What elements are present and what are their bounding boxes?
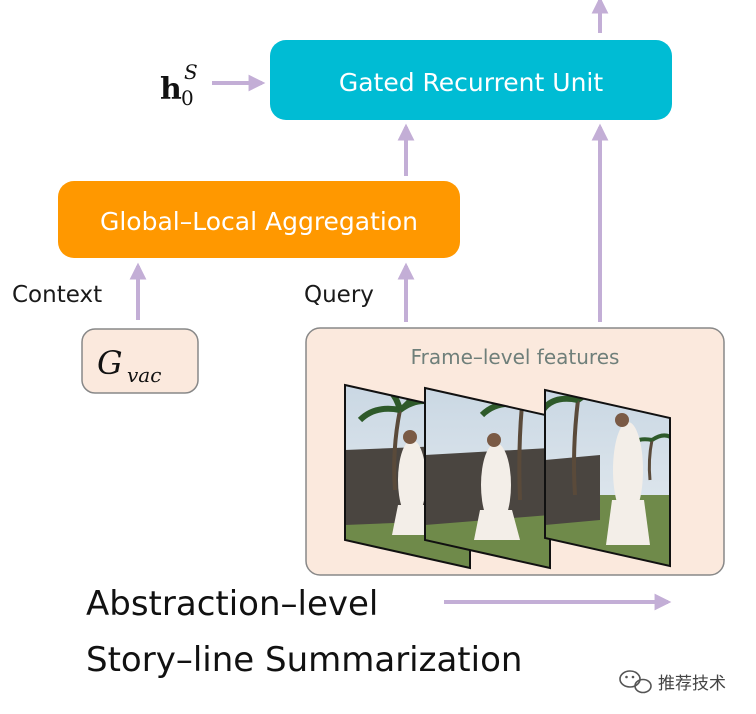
- h0-superscript: S: [184, 60, 198, 84]
- context-label: Context: [12, 282, 102, 308]
- gvac-base: G: [97, 344, 123, 382]
- gvac-subscript: vac: [127, 363, 161, 387]
- query-label: Query: [304, 282, 374, 308]
- gru-node: Gated Recurrent Unit: [270, 40, 672, 120]
- gvac-node: G vac: [81, 328, 199, 394]
- watermark-text: 推荐技术: [658, 674, 726, 694]
- frames-label: Frame–level features: [411, 345, 620, 369]
- h0-base: h: [160, 72, 182, 107]
- caption-line-2: Story–line Summarization: [86, 640, 522, 680]
- aggregation-node: Global–Local Aggregation: [58, 181, 460, 258]
- caption-line-1: Abstraction–level: [86, 584, 378, 624]
- frames-panel: Frame–level features: [305, 327, 725, 576]
- h0-symbol: h 0 S: [160, 60, 198, 110]
- video-frame-2: [425, 388, 550, 568]
- gru-label: Gated Recurrent Unit: [339, 68, 604, 97]
- aggregation-label: Global–Local Aggregation: [100, 207, 418, 236]
- watermark: 推荐技术: [619, 670, 726, 694]
- h0-subscript: 0: [181, 86, 194, 110]
- wechat-icon: [619, 670, 652, 694]
- video-frame-3: [545, 390, 670, 566]
